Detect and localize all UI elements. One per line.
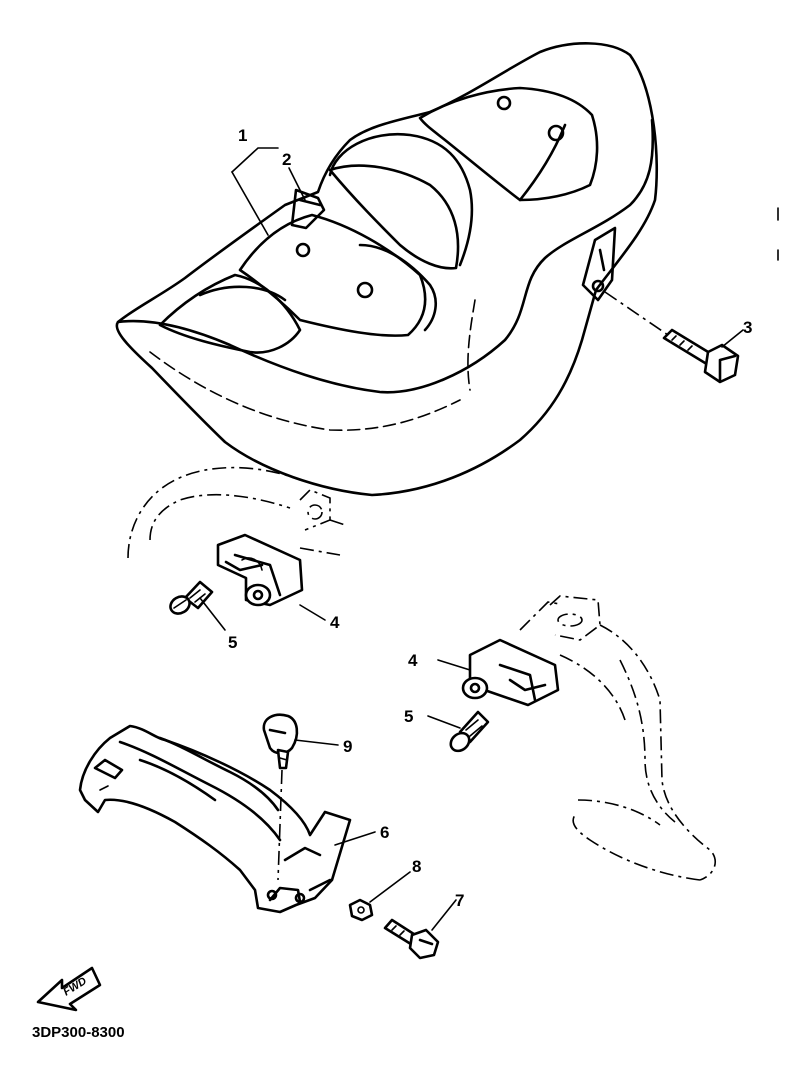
- callout-8: 8: [412, 857, 421, 876]
- callout-5-left: 5: [228, 633, 237, 652]
- frame-left-dashed: [127, 466, 346, 559]
- bolt-7: [383, 918, 440, 960]
- forward-arrow-icon: FWD: [36, 966, 102, 1012]
- frame-right-dashed: [519, 595, 716, 881]
- alignment-line-bolt-3: [604, 291, 669, 336]
- alignment-line-knob-9: [277, 769, 283, 881]
- knob-9: [262, 713, 299, 770]
- callout-6: 6: [380, 823, 389, 842]
- screw-5-left: [169, 580, 214, 615]
- callout-4-left: 4: [330, 613, 340, 632]
- callout-1: 1: [238, 126, 247, 145]
- bracket-6: [78, 724, 352, 914]
- screw-5-right: [449, 710, 490, 753]
- callout-leaders: [199, 147, 744, 931]
- callout-3: 3: [743, 318, 752, 337]
- nut-8: [348, 898, 374, 922]
- callout-9: 9: [343, 737, 352, 756]
- callout-5-right: 5: [404, 707, 413, 726]
- damper-4-right: [461, 638, 560, 707]
- bolt-3: [662, 328, 740, 384]
- seat-assembly: [115, 42, 659, 497]
- callout-7: 7: [455, 891, 464, 910]
- damper-4-left: [216, 533, 304, 607]
- diagram-code: 3DP300-8300: [32, 1024, 125, 1041]
- callout-4-right: 4: [408, 651, 418, 670]
- callout-2: 2: [282, 150, 291, 169]
